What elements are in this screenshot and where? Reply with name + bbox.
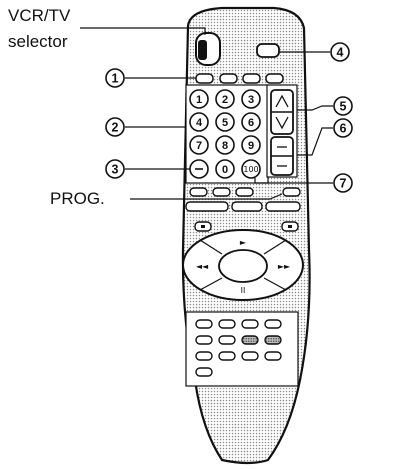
rewind-icon[interactable]: ◄◄ — [196, 262, 209, 271]
minus-key[interactable] — [189, 159, 209, 179]
digit-key-9[interactable]: 9 — [241, 135, 261, 155]
svg-text:5: 5 — [340, 100, 347, 114]
lower-button[interactable] — [195, 351, 213, 361]
leader-lines — [80, 27, 333, 200]
hundred-key[interactable]: 100 — [241, 159, 261, 179]
top-button-row — [195, 73, 284, 84]
lower-button[interactable] — [195, 335, 213, 345]
lower-button[interactable] — [195, 367, 213, 377]
svg-text:4: 4 — [337, 46, 344, 60]
callout-5: 5 — [333, 96, 353, 116]
top-button-1[interactable] — [195, 73, 214, 84]
callout-7: 7 — [333, 173, 353, 193]
digit-key-0[interactable]: 0 — [215, 159, 235, 179]
callout-1: 1 — [105, 68, 125, 88]
lower-button-dark[interactable] — [264, 335, 282, 345]
transport-control-ring: ► ◄◄ ►► II — [182, 229, 304, 301]
lower-button-grid — [195, 319, 282, 377]
lower-button[interactable] — [218, 335, 236, 345]
function-button-3[interactable] — [235, 187, 254, 197]
svg-text:5: 5 — [222, 117, 228, 129]
lower-button[interactable] — [241, 319, 259, 329]
svg-text:1: 1 — [196, 94, 202, 106]
digit-keypad: 1 2 3 4 5 6 7 8 9 0 100 — [189, 89, 261, 179]
function-button-row — [189, 187, 301, 197]
top-button-2[interactable] — [219, 73, 238, 84]
svg-text:2: 2 — [112, 121, 119, 135]
play-icon[interactable]: ► — [240, 238, 247, 247]
svg-text:3: 3 — [112, 163, 119, 177]
svg-text:1: 1 — [112, 72, 119, 86]
channel-rocker[interactable] — [270, 89, 294, 135]
bar-button-3[interactable] — [265, 201, 301, 212]
function-button-2[interactable] — [212, 187, 231, 197]
volume-rocker[interactable] — [270, 136, 294, 176]
digit-key-4[interactable]: 4 — [189, 112, 209, 132]
svg-text:9: 9 — [248, 140, 254, 152]
lower-button[interactable] — [218, 319, 236, 329]
lower-button[interactable] — [264, 319, 282, 329]
digit-key-5[interactable]: 5 — [215, 112, 235, 132]
lower-button[interactable] — [195, 319, 213, 329]
center-button[interactable] — [218, 249, 268, 283]
power-button[interactable] — [256, 43, 280, 58]
lower-button[interactable] — [218, 351, 236, 361]
digit-key-1[interactable]: 1 — [189, 89, 209, 109]
lower-button[interactable] — [241, 351, 259, 361]
vcr-tv-selector-switch[interactable] — [195, 32, 221, 66]
bar-button-row — [185, 201, 301, 212]
svg-text:0: 0 — [222, 164, 228, 176]
fast-forward-icon[interactable]: ►► — [278, 262, 291, 271]
digit-key-6[interactable]: 6 — [241, 112, 261, 132]
function-button-1[interactable] — [189, 187, 208, 197]
lower-button[interactable] — [264, 351, 282, 361]
callout-2: 2 — [105, 117, 125, 137]
digit-key-7[interactable]: 7 — [189, 135, 209, 155]
digit-key-3[interactable]: 3 — [241, 89, 261, 109]
record-button-mark — [288, 225, 292, 228]
top-button-3[interactable] — [242, 73, 261, 84]
vcr-tv-label-line2: selector — [8, 32, 68, 51]
digit-key-8[interactable]: 8 — [215, 135, 235, 155]
vcr-tv-label-line1: VCR/TV — [8, 6, 71, 25]
svg-text:6: 6 — [340, 122, 347, 136]
pause-icon[interactable]: II — [241, 286, 246, 295]
svg-text:8: 8 — [222, 140, 228, 152]
svg-text:7: 7 — [340, 177, 347, 191]
svg-text:2: 2 — [222, 94, 228, 106]
svg-text:6: 6 — [248, 117, 254, 129]
top-button-4[interactable] — [265, 73, 284, 84]
bar-button-2[interactable] — [231, 201, 263, 212]
bar-button-1[interactable] — [185, 201, 229, 212]
callout-3: 3 — [105, 159, 125, 179]
svg-text:4: 4 — [196, 117, 203, 129]
digit-key-2[interactable]: 2 — [215, 89, 235, 109]
stop-button-mark — [201, 225, 205, 228]
svg-text:7: 7 — [196, 140, 202, 152]
svg-text:100: 100 — [243, 165, 258, 174]
lower-button-dark[interactable] — [241, 335, 259, 345]
prog-label: PROG. — [50, 189, 105, 208]
svg-text:3: 3 — [248, 94, 254, 106]
callout-6: 6 — [333, 118, 353, 138]
prog-button[interactable] — [282, 187, 301, 197]
callout-4: 4 — [330, 42, 350, 62]
